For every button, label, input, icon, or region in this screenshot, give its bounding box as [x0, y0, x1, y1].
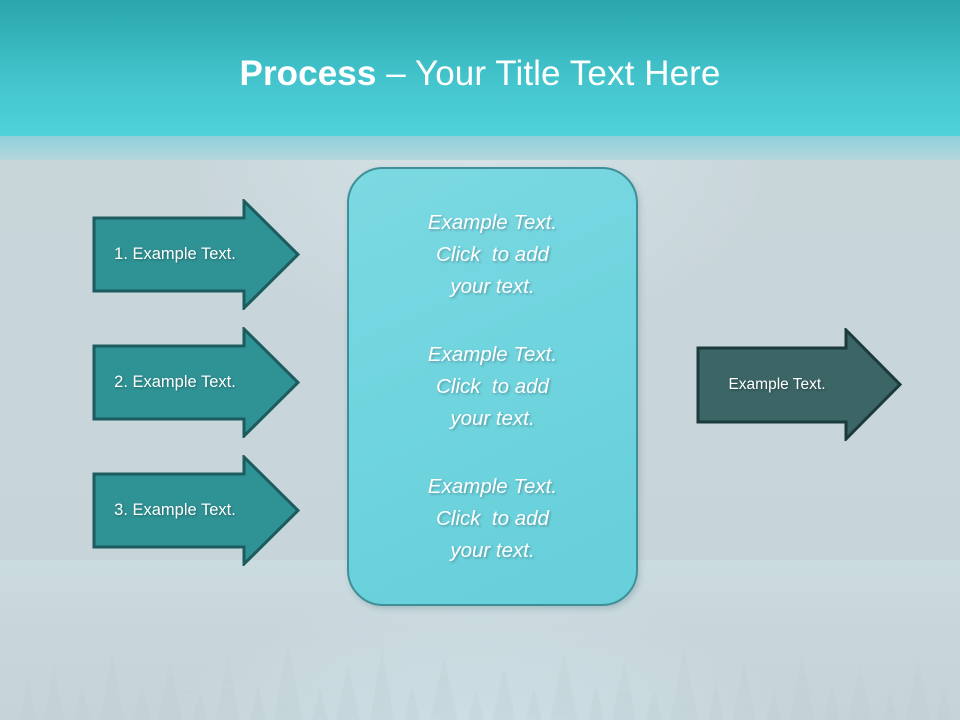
page-title-light: – Your Title Text Here	[376, 54, 721, 93]
output-arrow[interactable]: Example Text.	[696, 328, 902, 441]
input-arrow-2[interactable]: 2. Example Text.	[92, 327, 300, 438]
arrow-right-icon	[92, 327, 300, 438]
input-arrow-1[interactable]: 1. Example Text.	[92, 199, 300, 310]
header-accent-strip	[0, 136, 960, 160]
input-arrow-3[interactable]: 3. Example Text.	[92, 455, 300, 566]
arrow-right-icon	[696, 328, 902, 441]
process-panel[interactable]: Example Text. Click to add your text. Ex…	[347, 167, 638, 606]
process-panel-block-1: Example Text. Click to add your text.	[427, 211, 558, 298]
page-title-strong: Process	[239, 54, 377, 93]
page-title: Process – Your Title Text Here	[0, 51, 960, 97]
header-band	[0, 0, 960, 136]
arrow-right-icon	[92, 199, 300, 310]
arrow-right-icon	[92, 455, 300, 566]
process-panel-block-2: Example Text. Click to add your text.	[427, 343, 558, 430]
process-panel-block-3: Example Text. Click to add your text.	[427, 475, 558, 562]
